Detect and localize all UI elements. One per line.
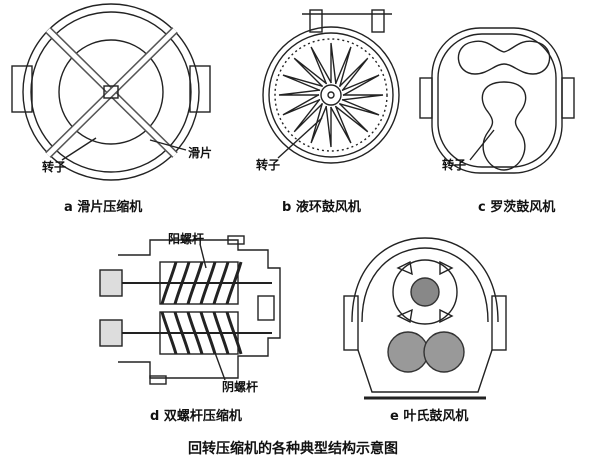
screw-flight (186, 261, 204, 305)
label-d-male-screw: 阳螺杆 (168, 232, 205, 246)
impeller-blade (338, 57, 369, 92)
impeller-blade (293, 98, 324, 133)
casing-inner (30, 11, 192, 173)
hub (103, 85, 119, 99)
screw-flight (225, 311, 243, 355)
panel-a-vane-compressor (11, 3, 211, 181)
leader-male-screw (199, 243, 207, 269)
vane-2-inner (46, 28, 177, 157)
impeller-blade (330, 42, 337, 85)
impeller-blade (334, 46, 352, 87)
rotor (58, 39, 164, 145)
screw-flight (160, 311, 178, 355)
panel-c-roots-blower (419, 27, 575, 174)
left-flange (343, 295, 359, 351)
screw-flight (186, 311, 204, 355)
upper-rotor-lobe (457, 40, 551, 75)
top-port (227, 235, 245, 245)
panel-e-blower (343, 237, 507, 400)
impeller-blade (339, 98, 380, 116)
caption-e: e 叶氏鼓风机 (390, 409, 469, 424)
bottom-port (149, 375, 167, 385)
screw-flights (160, 261, 243, 355)
female-screw-body (159, 311, 239, 355)
screw-flight (160, 261, 178, 305)
leader-female-screw (213, 349, 226, 381)
casing-outer (262, 26, 400, 164)
liquid-ring (274, 38, 388, 152)
screw-flight (199, 261, 217, 305)
leader-vane-a (149, 139, 187, 151)
impeller-blade (334, 102, 369, 133)
label-c-rotor: 转子 (442, 158, 467, 172)
right-flange (491, 295, 507, 351)
right-flange (561, 77, 575, 119)
shaft (327, 91, 335, 99)
impeller-blade (325, 105, 332, 148)
caption-d: d 双螺杆压缩机 (150, 409, 242, 424)
leader-rotor-a (61, 137, 97, 161)
male-screw-body (159, 261, 239, 305)
impeller-blade (341, 74, 380, 96)
label-a-vane: 滑片 (188, 146, 213, 160)
right-bearing (257, 295, 275, 321)
outlet-pipe (371, 9, 385, 33)
lower-casing (357, 349, 493, 393)
label-a-rotor: 转子 (42, 160, 67, 174)
casing (118, 239, 281, 379)
caption-c: c 罗茨鼓风机 (478, 200, 556, 215)
left-bearing-bottom (99, 319, 123, 347)
left-flange (11, 65, 33, 113)
left-bearing-top (99, 269, 123, 297)
left-flange (419, 77, 433, 119)
casing-inner (268, 32, 394, 158)
impeller-blade (330, 105, 352, 144)
casing-outer (431, 27, 563, 174)
screw-flight (212, 311, 230, 355)
impeller-blade (310, 103, 328, 144)
upper-rotor (392, 259, 458, 325)
inlet-pipe (309, 9, 323, 33)
casing-arc-inner (361, 247, 489, 323)
screw-flight (225, 261, 243, 305)
impeller-blade (282, 94, 321, 116)
impeller-blades (278, 42, 384, 148)
leader-rotor-c (469, 129, 495, 161)
upper-rotor-blades (396, 260, 454, 324)
label-d-female-screw: 阴螺杆 (222, 380, 259, 394)
right-flange (189, 65, 211, 113)
figure-title: 回转压缩机的各种典型结构示意图 (188, 441, 398, 457)
impeller-blade (293, 57, 328, 88)
leader-rotor-b (277, 117, 323, 159)
upper-rotor-core (410, 277, 440, 307)
impeller-hub (320, 84, 342, 106)
caption-b: b 液环鼓风机 (282, 200, 361, 215)
impeller-blade (310, 46, 332, 85)
panel-b-liquid-ring-blower (262, 9, 400, 164)
label-b-rotor: 转子 (256, 158, 281, 172)
casing-outer (22, 3, 200, 181)
casing-inner (437, 33, 557, 168)
lower-rotor-right (423, 331, 465, 373)
casing-arc-outer (351, 237, 499, 323)
lower-rotor-left (387, 331, 429, 373)
impeller-blade (282, 74, 323, 92)
lower-rotor-lobe (481, 81, 527, 171)
screw-flight (212, 261, 230, 305)
screw-flight (173, 261, 191, 305)
impeller-blade (278, 89, 321, 96)
caption-a: a 滑片压缩机 (64, 200, 143, 215)
screw-flight (173, 311, 191, 355)
panel-d-twin-screw-compressor (99, 235, 281, 385)
impeller-blade (341, 94, 384, 101)
